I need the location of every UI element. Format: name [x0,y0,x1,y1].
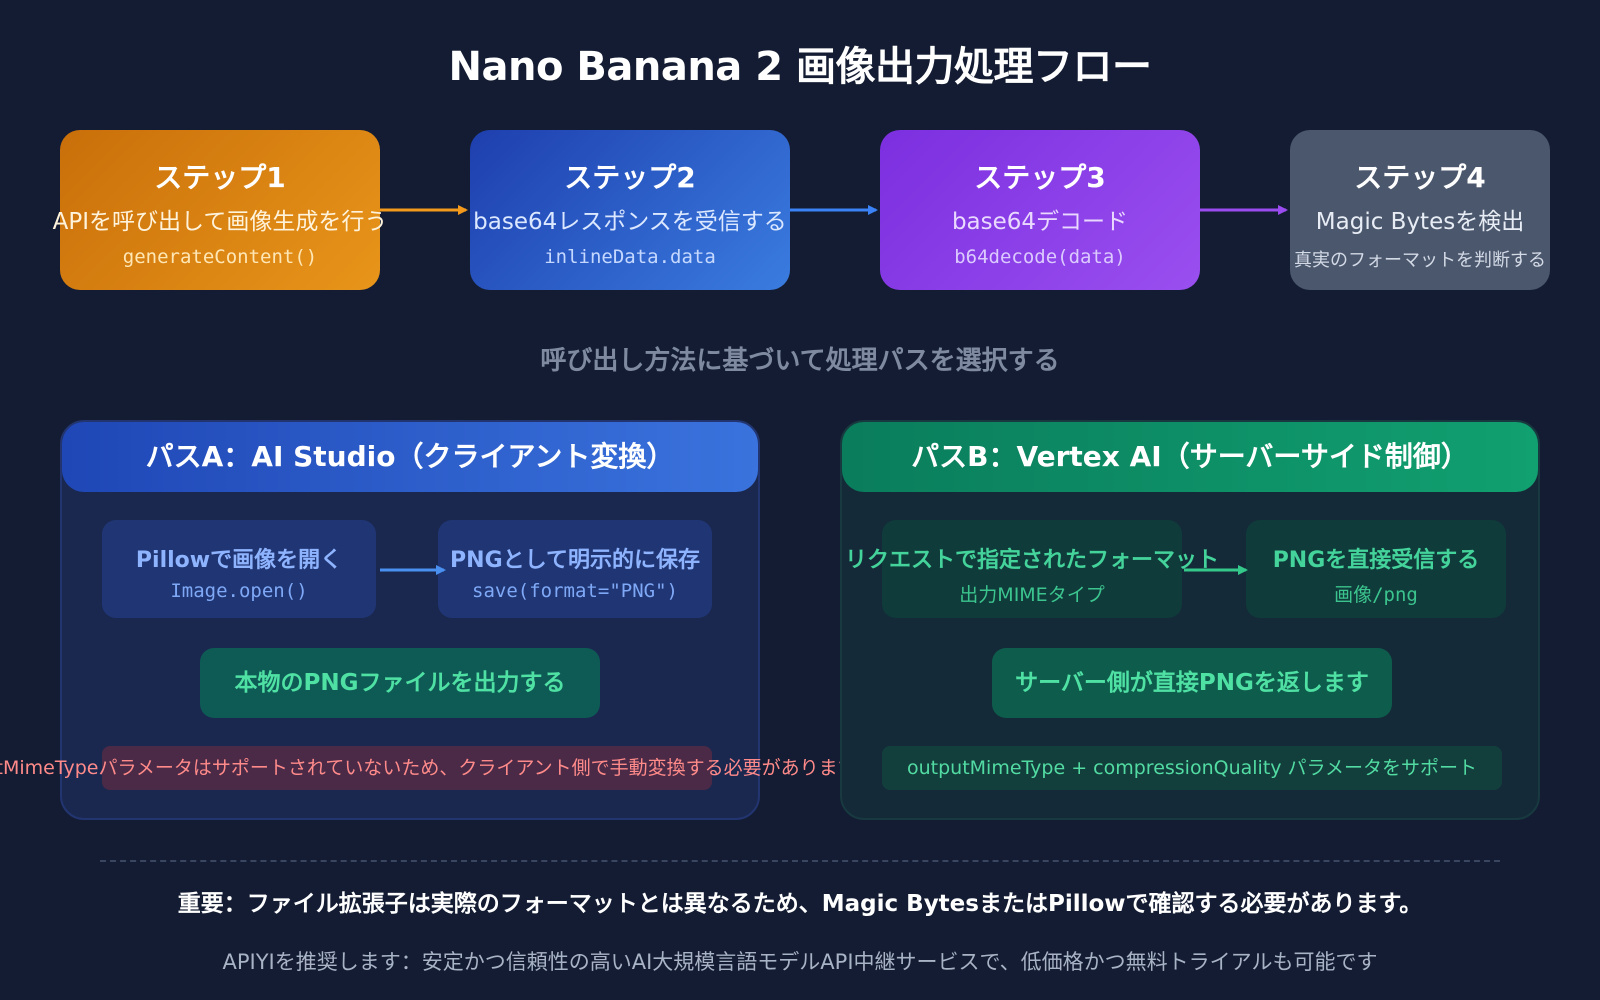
path-a-save-box: PNGとして明示的に保存 save(format="PNG") [438,520,712,618]
path-a-warning-text: outputMimeTypeパラメータはサポートされていないため、クライアント側… [0,757,874,779]
step-2-code: inlineData.data [544,246,716,268]
path-b-receive-sub: 画像/png [1334,584,1418,606]
step-3-description: base64デコード [951,209,1129,235]
path-a-save-code: save(format="PNG") [472,580,678,602]
page-title: Nano Banana 2 画像出力処理フロー [448,44,1152,90]
path-a-open-title: Pillowで画像を開く [135,548,343,573]
step-3-code: b64decode(data) [954,246,1126,268]
step-2-description: base64レスポンスを受信する [473,209,787,235]
path-b-receive-box: PNGを直接受信する 画像/png [1246,520,1506,618]
path-a-header: パスA：AI Studio（クライアント変換） [62,422,758,492]
path-b-support-note: outputMimeType + compressionQuality パラメー… [882,746,1502,790]
step-4-note: 真実のフォーマットを判断する [1294,250,1546,271]
step-2-card: ステップ2 base64レスポンスを受信する inlineData.data [470,130,790,290]
path-b-panel: パスB：Vertex AI（サーバーサイド制御） リクエストで指定されたフォーマ… [840,420,1540,820]
step-1-code: generateContent() [122,246,318,268]
path-b-result: サーバー側が直接PNGを返します [992,648,1392,718]
path-b-format-title: リクエストで指定されたフォーマット [844,548,1219,573]
footer-divider [100,860,1500,862]
step-2-title: ステップ2 [564,161,696,194]
path-b-format-sub: 出力MIMEタイプ [959,584,1105,606]
path-b-format-box: リクエストで指定されたフォーマット 出力MIMEタイプ [845,520,1219,618]
path-a-open-box: Pillowで画像を開く Image.open() [102,520,376,618]
step-1-card: ステップ1 APIを呼び出して画像生成を行う generateContent() [53,130,387,290]
path-a-warning-note: outputMimeTypeパラメータはサポートされていないため、クライアント側… [0,746,874,790]
path-a-result: 本物のPNGファイルを出力する [200,648,600,718]
path-a-open-code: Image.open() [170,580,308,602]
step-4-card: ステップ4 Magic Bytesを検出 真実のフォーマットを判断する [1290,130,1550,290]
step-1-description: APIを呼び出して画像生成を行う [52,209,388,235]
path-b-receive-title: PNGを直接受信する [1272,548,1480,573]
footer-recommendation: APIYIを推奨します：安定かつ信頼性の高いAI大規模言語モデルAPI中継サービ… [222,950,1378,974]
path-a-save-title: PNGとして明示的に保存 [450,548,700,573]
step-4-description: Magic Bytesを検出 [1315,209,1525,235]
step-4-title: ステップ4 [1354,161,1486,194]
important-note: 重要：ファイル拡張子は実際のフォーマットとは異なるため、Magic Bytesま… [177,891,1423,917]
step-1-title: ステップ1 [154,161,286,194]
path-a-panel: パスA：AI Studio（クライアント変換） Pillowで画像を開く Ima… [0,420,874,820]
step-3-card: ステップ3 base64デコード b64decode(data) [880,130,1200,290]
step-3-title: ステップ3 [974,161,1106,194]
section-subtitle: 呼び出し方法に基づいて処理パスを選択する [540,346,1060,376]
path-b-header: パスB：Vertex AI（サーバーサイド制御） [842,422,1538,492]
